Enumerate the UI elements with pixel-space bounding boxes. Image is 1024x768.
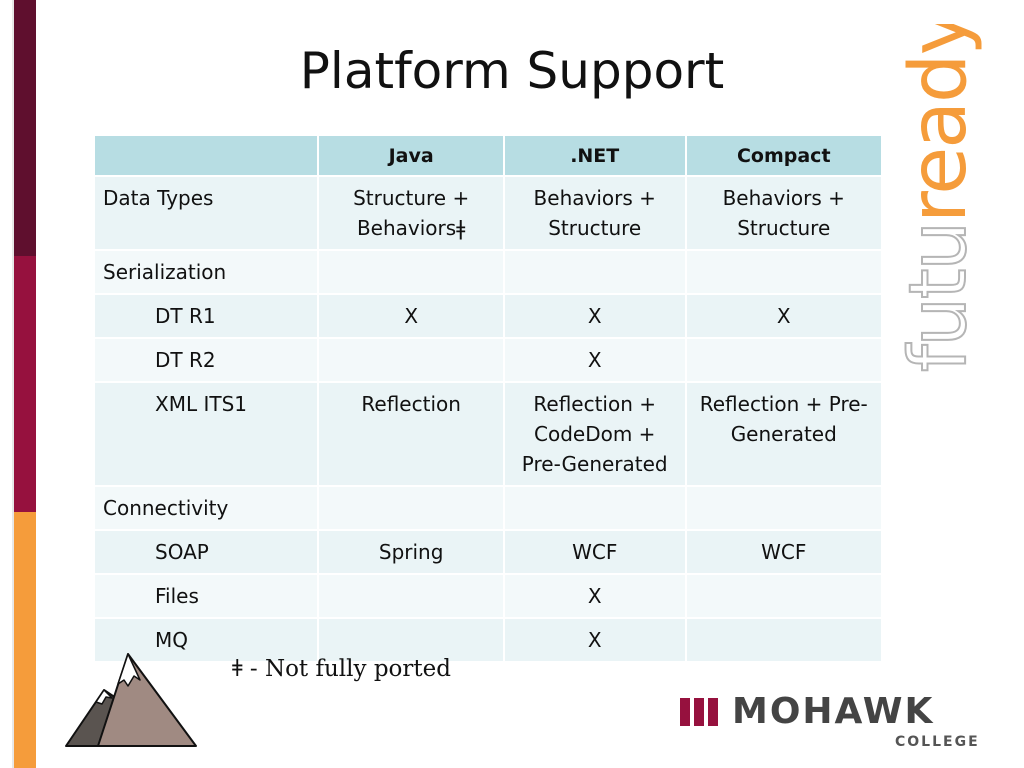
row-label: SOAP [92,529,320,575]
table-cell [684,485,883,531]
table-cell: Behaviors + Structure [684,175,883,251]
table-cell: Behaviors + Structure [502,175,687,251]
futuready-brand-wordmark: futuready [893,24,985,373]
table-cell: Reflection + CodeDom + Pre-Generated [502,381,687,487]
table-cell [684,337,883,383]
table-cell: Reflection + Pre-Generated [684,381,883,487]
table-cell [317,485,505,531]
table-cell: X [502,573,687,619]
row-label: Serialization [92,249,320,295]
table-cell [317,337,505,383]
row-label: Files [92,573,320,619]
table-cell [684,573,883,619]
logo-subtitle: COLLEGE [895,734,980,750]
table-cell [684,617,883,663]
accent-segment-dark [14,0,36,256]
logo-wordmark: MOHAWK [732,691,935,732]
table-row: MQ X [92,617,883,663]
accent-segment-orange [14,512,36,768]
table-cell: WCF [684,529,883,575]
table-cell [502,485,687,531]
brand-word-part1: futu [894,223,984,372]
accent-segment-maroon [14,256,36,512]
table-row: DT R2 X [92,337,883,383]
row-label: MQ [92,617,320,663]
row-label: DT R1 [92,293,320,339]
table-cell [317,617,505,663]
table-header-row: Java .NET Compact [92,134,883,177]
header-cell-java: Java [317,134,505,177]
table-row: Serialization [92,249,883,295]
table-cell [317,249,505,295]
table-cell: WCF [502,529,687,575]
svg-text:futuready: futuready [894,24,984,372]
table-cell [684,249,883,295]
row-label: XML ITS1 [92,381,320,487]
row-label: Data Types [92,175,320,251]
brand-word-part2: ready [894,24,984,223]
table-cell: X [502,337,687,383]
table-row: Connectivity [92,485,883,531]
table-cell: X [684,293,883,339]
footnote: ǂ - Not fully ported [232,656,451,682]
left-accent-bar [0,0,36,768]
table-cell: X [317,293,505,339]
slide-title: Platform Support [299,42,725,100]
table-cell [317,573,505,619]
row-label: Connectivity [92,485,320,531]
header-cell-dotnet: .NET [502,134,687,177]
table-cell: Spring [317,529,505,575]
accent-divider [12,0,14,768]
table-cell: Structure + Behaviorsǂ [317,175,505,251]
table-cell: Reflection [317,381,505,487]
table-cell: X [502,293,687,339]
table-cell: X [502,617,687,663]
table-row: Files X [92,573,883,619]
table-cell [502,249,687,295]
mountain-icon [65,653,197,747]
header-cell-empty [92,134,320,177]
header-cell-compact: Compact [684,134,883,177]
row-label: DT R2 [92,337,320,383]
mohawk-logo-icon: MOHAWK COLLEGE [680,691,978,752]
